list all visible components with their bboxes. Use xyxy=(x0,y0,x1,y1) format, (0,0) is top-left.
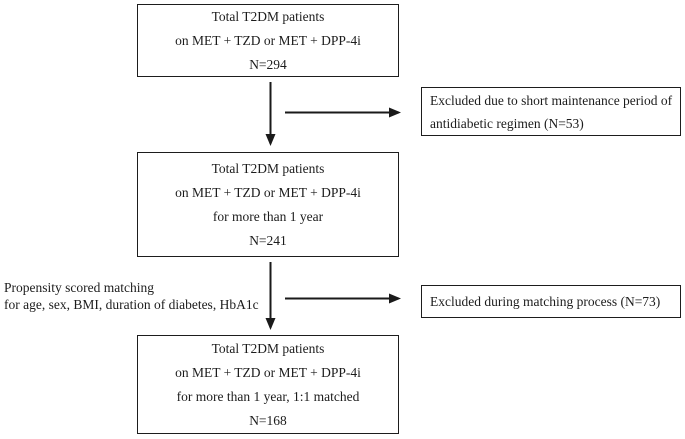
box-line: for more than 1 year, 1:1 matched xyxy=(176,388,360,404)
box-line: for more than 1 year xyxy=(212,208,324,224)
box-line: Total T2DM patients xyxy=(211,160,325,176)
box-line: Excluded due to short maintenance period… xyxy=(430,92,673,108)
box-line: antidiabetic regimen (N=53) xyxy=(430,115,584,131)
note-line: for age, sex, BMI, duration of diabetes,… xyxy=(4,297,259,312)
box-line: on MET + TZD or MET + DPP-4i xyxy=(175,32,361,48)
box-line: N=294 xyxy=(249,56,287,72)
box-excluded-short-maintenance: Excluded due to short maintenance period… xyxy=(421,87,681,136)
box-patients-more-than-1-year: Total T2DM patients on MET + TZD or MET … xyxy=(137,152,399,257)
box-line: on MET + TZD or MET + DPP-4i xyxy=(175,364,361,380)
box-matched-patients: Total T2DM patients on MET + TZD or MET … xyxy=(137,335,399,434)
box-line: N=168 xyxy=(249,412,287,428)
box-line: Excluded during matching process (N=73) xyxy=(430,294,661,309)
propensity-matching-note: Propensity scored matching for age, sex,… xyxy=(4,279,294,313)
box-line: on MET + TZD or MET + DPP-4i xyxy=(175,184,361,200)
note-line: Propensity scored matching xyxy=(4,280,154,295)
box-line: Total T2DM patients xyxy=(211,340,325,356)
box-total-patients: Total T2DM patients on MET + TZD or MET … xyxy=(137,4,399,77)
box-line: Total T2DM patients xyxy=(211,8,325,24)
box-excluded-matching: Excluded during matching process (N=73) xyxy=(421,285,681,318)
box-line: N=241 xyxy=(249,232,287,248)
